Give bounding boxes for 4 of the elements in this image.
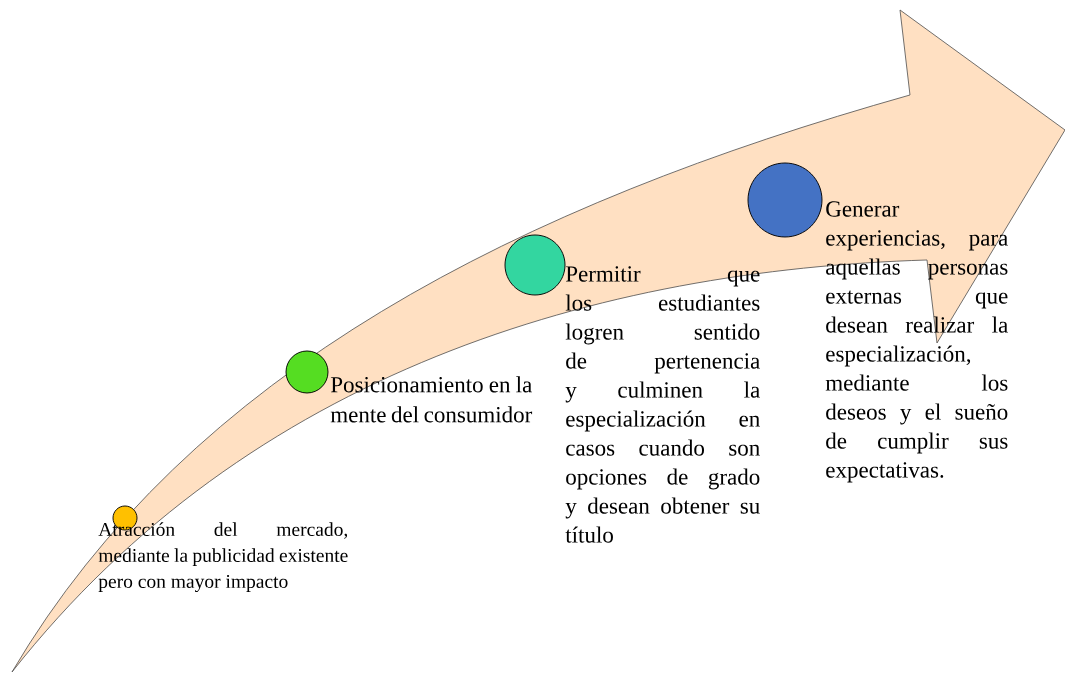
step-text: Generar experiencias, para aquellas personas externas que desean realizar la especialización, mediante los deseos y el sueño de cumplir sus expectativas.: [825, 201, 1008, 483]
step-text: Permitir que los estudiantes logren sentido de pertenencia y culminen la especialización en casos cuando son opciones de grado y desean obtener su título: [565, 266, 760, 543]
step-text: Posicionamiento en la mente del consumidor: [330, 376, 533, 423]
step-text: Atracción del mercado, mediante la publicidad existente pero con mayor impacto: [98, 522, 348, 592]
